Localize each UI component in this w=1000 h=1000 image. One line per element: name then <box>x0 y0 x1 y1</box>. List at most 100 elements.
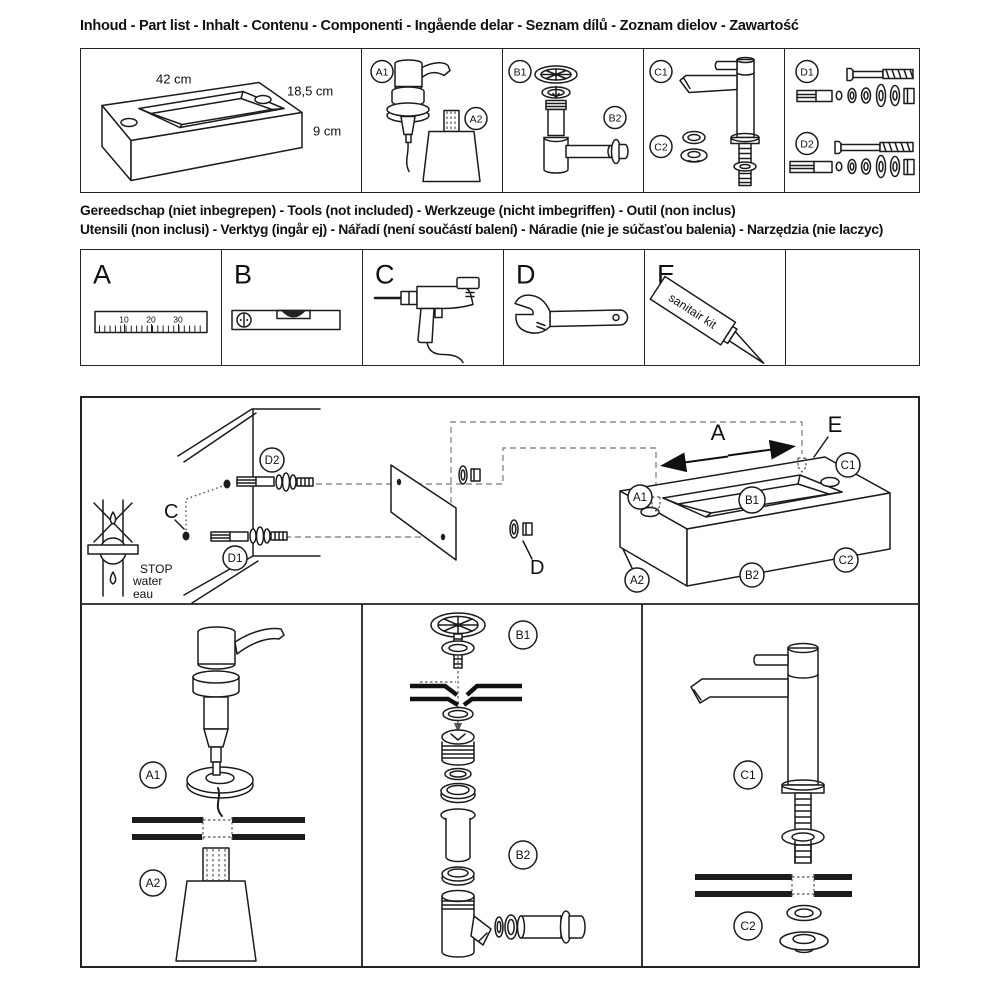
callout-b1: B1 <box>508 59 532 84</box>
tool-letter-d: D <box>516 260 536 290</box>
svg-text:A1: A1 <box>633 492 647 504</box>
parts-cell-a: A1 A2 <box>361 49 488 192</box>
svg-text:B2: B2 <box>516 848 531 862</box>
parts-cell-b: B1 B2 <box>502 49 629 192</box>
tools-cell-ruler: A 10 20 30 <box>93 260 208 334</box>
callout-d1: D1 <box>795 59 819 84</box>
assembly-diagram: STOP water eau C D2 <box>80 396 920 968</box>
svg-text:B2: B2 <box>745 570 759 582</box>
anchor-d2: D2 <box>236 447 314 492</box>
svg-text:B2: B2 <box>609 113 622 125</box>
drain-body <box>441 729 475 766</box>
svg-text:C1: C1 <box>740 768 756 782</box>
svg-text:B1: B1 <box>514 67 527 79</box>
fixing-set-d1 <box>796 67 915 108</box>
anchor-d1: D1 <box>210 526 288 571</box>
routing-dashes <box>285 421 803 538</box>
water-stop-symbol: STOP water eau <box>87 499 172 601</box>
countertop-section-1 <box>132 817 305 840</box>
parts-cell-d: D1 D2 <box>784 49 915 192</box>
drain-tube <box>440 808 476 863</box>
tools-cell-empty <box>785 250 786 365</box>
soap-bottle <box>175 847 257 962</box>
svg-text:A2: A2 <box>470 114 483 126</box>
panel-faucet: C1 C2 <box>690 642 852 954</box>
parts-cell-sink: 42 cm 18,5 cm 9 cm <box>101 72 341 182</box>
tool-letter-c: C <box>375 260 395 290</box>
tools-cell-wrench: D <box>503 250 629 365</box>
dimension-a: A <box>660 420 796 473</box>
washers-drawing <box>680 130 708 163</box>
callout-a1: A1 <box>370 59 394 84</box>
faucet-washers <box>779 904 829 954</box>
tools-cell-drill: C <box>362 250 480 365</box>
label-e-group: E <box>813 412 843 458</box>
svg-text:A2: A2 <box>146 876 161 890</box>
sink-callouts: A1 B1 C1 C2 B2 A2 <box>622 452 861 593</box>
mirror-panel <box>390 464 457 561</box>
svg-text:C2: C2 <box>740 919 756 933</box>
callout-c1: C1 <box>649 59 673 84</box>
fixing-set-d2 <box>789 140 915 179</box>
svg-text:30: 30 <box>173 315 183 325</box>
tools-cell-sealant: E sanitair kit <box>644 250 765 365</box>
panel-dividers <box>82 603 918 966</box>
panel-soap-dispenser: A1 A2 <box>132 626 305 962</box>
svg-text:D1: D1 <box>800 67 814 79</box>
svg-text:A1: A1 <box>146 768 161 782</box>
svg-text:D1: D1 <box>228 553 243 565</box>
sink-drawing <box>101 81 303 182</box>
svg-text:C2: C2 <box>839 555 854 567</box>
faucet-drawing <box>679 56 760 187</box>
bottle-drawing <box>422 109 481 183</box>
loose-washers: D <box>458 465 544 579</box>
label-e: E <box>828 412 843 437</box>
tool-letter-b: B <box>234 260 252 290</box>
svg-text:A1: A1 <box>376 67 389 79</box>
svg-text:B1: B1 <box>516 628 531 642</box>
stop-label: STOP <box>140 562 172 576</box>
countertop-section-3 <box>695 874 852 897</box>
tools-header-line1: Gereedschap (niet inbegrepen) - Tools (n… <box>80 203 736 218</box>
parts-cell-c: C1 C2 <box>643 49 760 192</box>
dim-depth: 18,5 cm <box>287 84 333 99</box>
label-c: C <box>164 501 178 523</box>
parts-table: 42 cm 18,5 cm 9 cm <box>80 48 920 193</box>
spirit-level-icon <box>231 309 341 331</box>
svg-text:A2: A2 <box>630 575 644 587</box>
svg-text:10: 10 <box>119 315 129 325</box>
svg-text:C1: C1 <box>654 67 668 79</box>
eau-label: eau <box>133 587 153 601</box>
drill-icon <box>373 276 480 364</box>
svg-text:D2: D2 <box>800 139 814 151</box>
ruler-icon: 10 20 30 <box>94 310 208 334</box>
svg-text:C1: C1 <box>841 460 856 472</box>
callout-a2: A2 <box>464 106 488 131</box>
tools-table: A 10 20 30 B C <box>80 249 920 366</box>
tools-header-line2: Utensili (non inclusi) - Verktyg (ingår … <box>80 222 884 237</box>
svg-text:C2: C2 <box>654 142 668 154</box>
siphon-body <box>441 889 492 958</box>
panel-drain-exploded: B1 B2 <box>410 612 586 958</box>
siphon-outlet <box>494 910 586 944</box>
water-label: water <box>132 574 162 588</box>
callout-c2: C2 <box>649 134 673 159</box>
label-d: D <box>530 557 544 579</box>
callout-d2: D2 <box>795 131 819 156</box>
pump-drawing <box>386 59 451 173</box>
sealant-tube-icon: sanitair kit <box>649 275 765 364</box>
drill-holes: C <box>164 479 231 541</box>
tools-cell-level: B <box>221 250 341 365</box>
svg-text:B1: B1 <box>745 495 759 507</box>
drain-drawing <box>534 65 629 174</box>
svg-text:20: 20 <box>146 315 156 325</box>
tool-letter-a: A <box>93 260 111 290</box>
parts-list-header: Inhoud - Part list - Inhalt - Contenu - … <box>80 18 799 34</box>
dim-width: 42 cm <box>156 72 191 87</box>
dim-height: 9 cm <box>313 124 341 139</box>
callout-b2: B2 <box>603 105 627 130</box>
basin-section <box>410 681 522 707</box>
label-a: A <box>711 420 726 445</box>
faucet-body <box>690 642 825 864</box>
